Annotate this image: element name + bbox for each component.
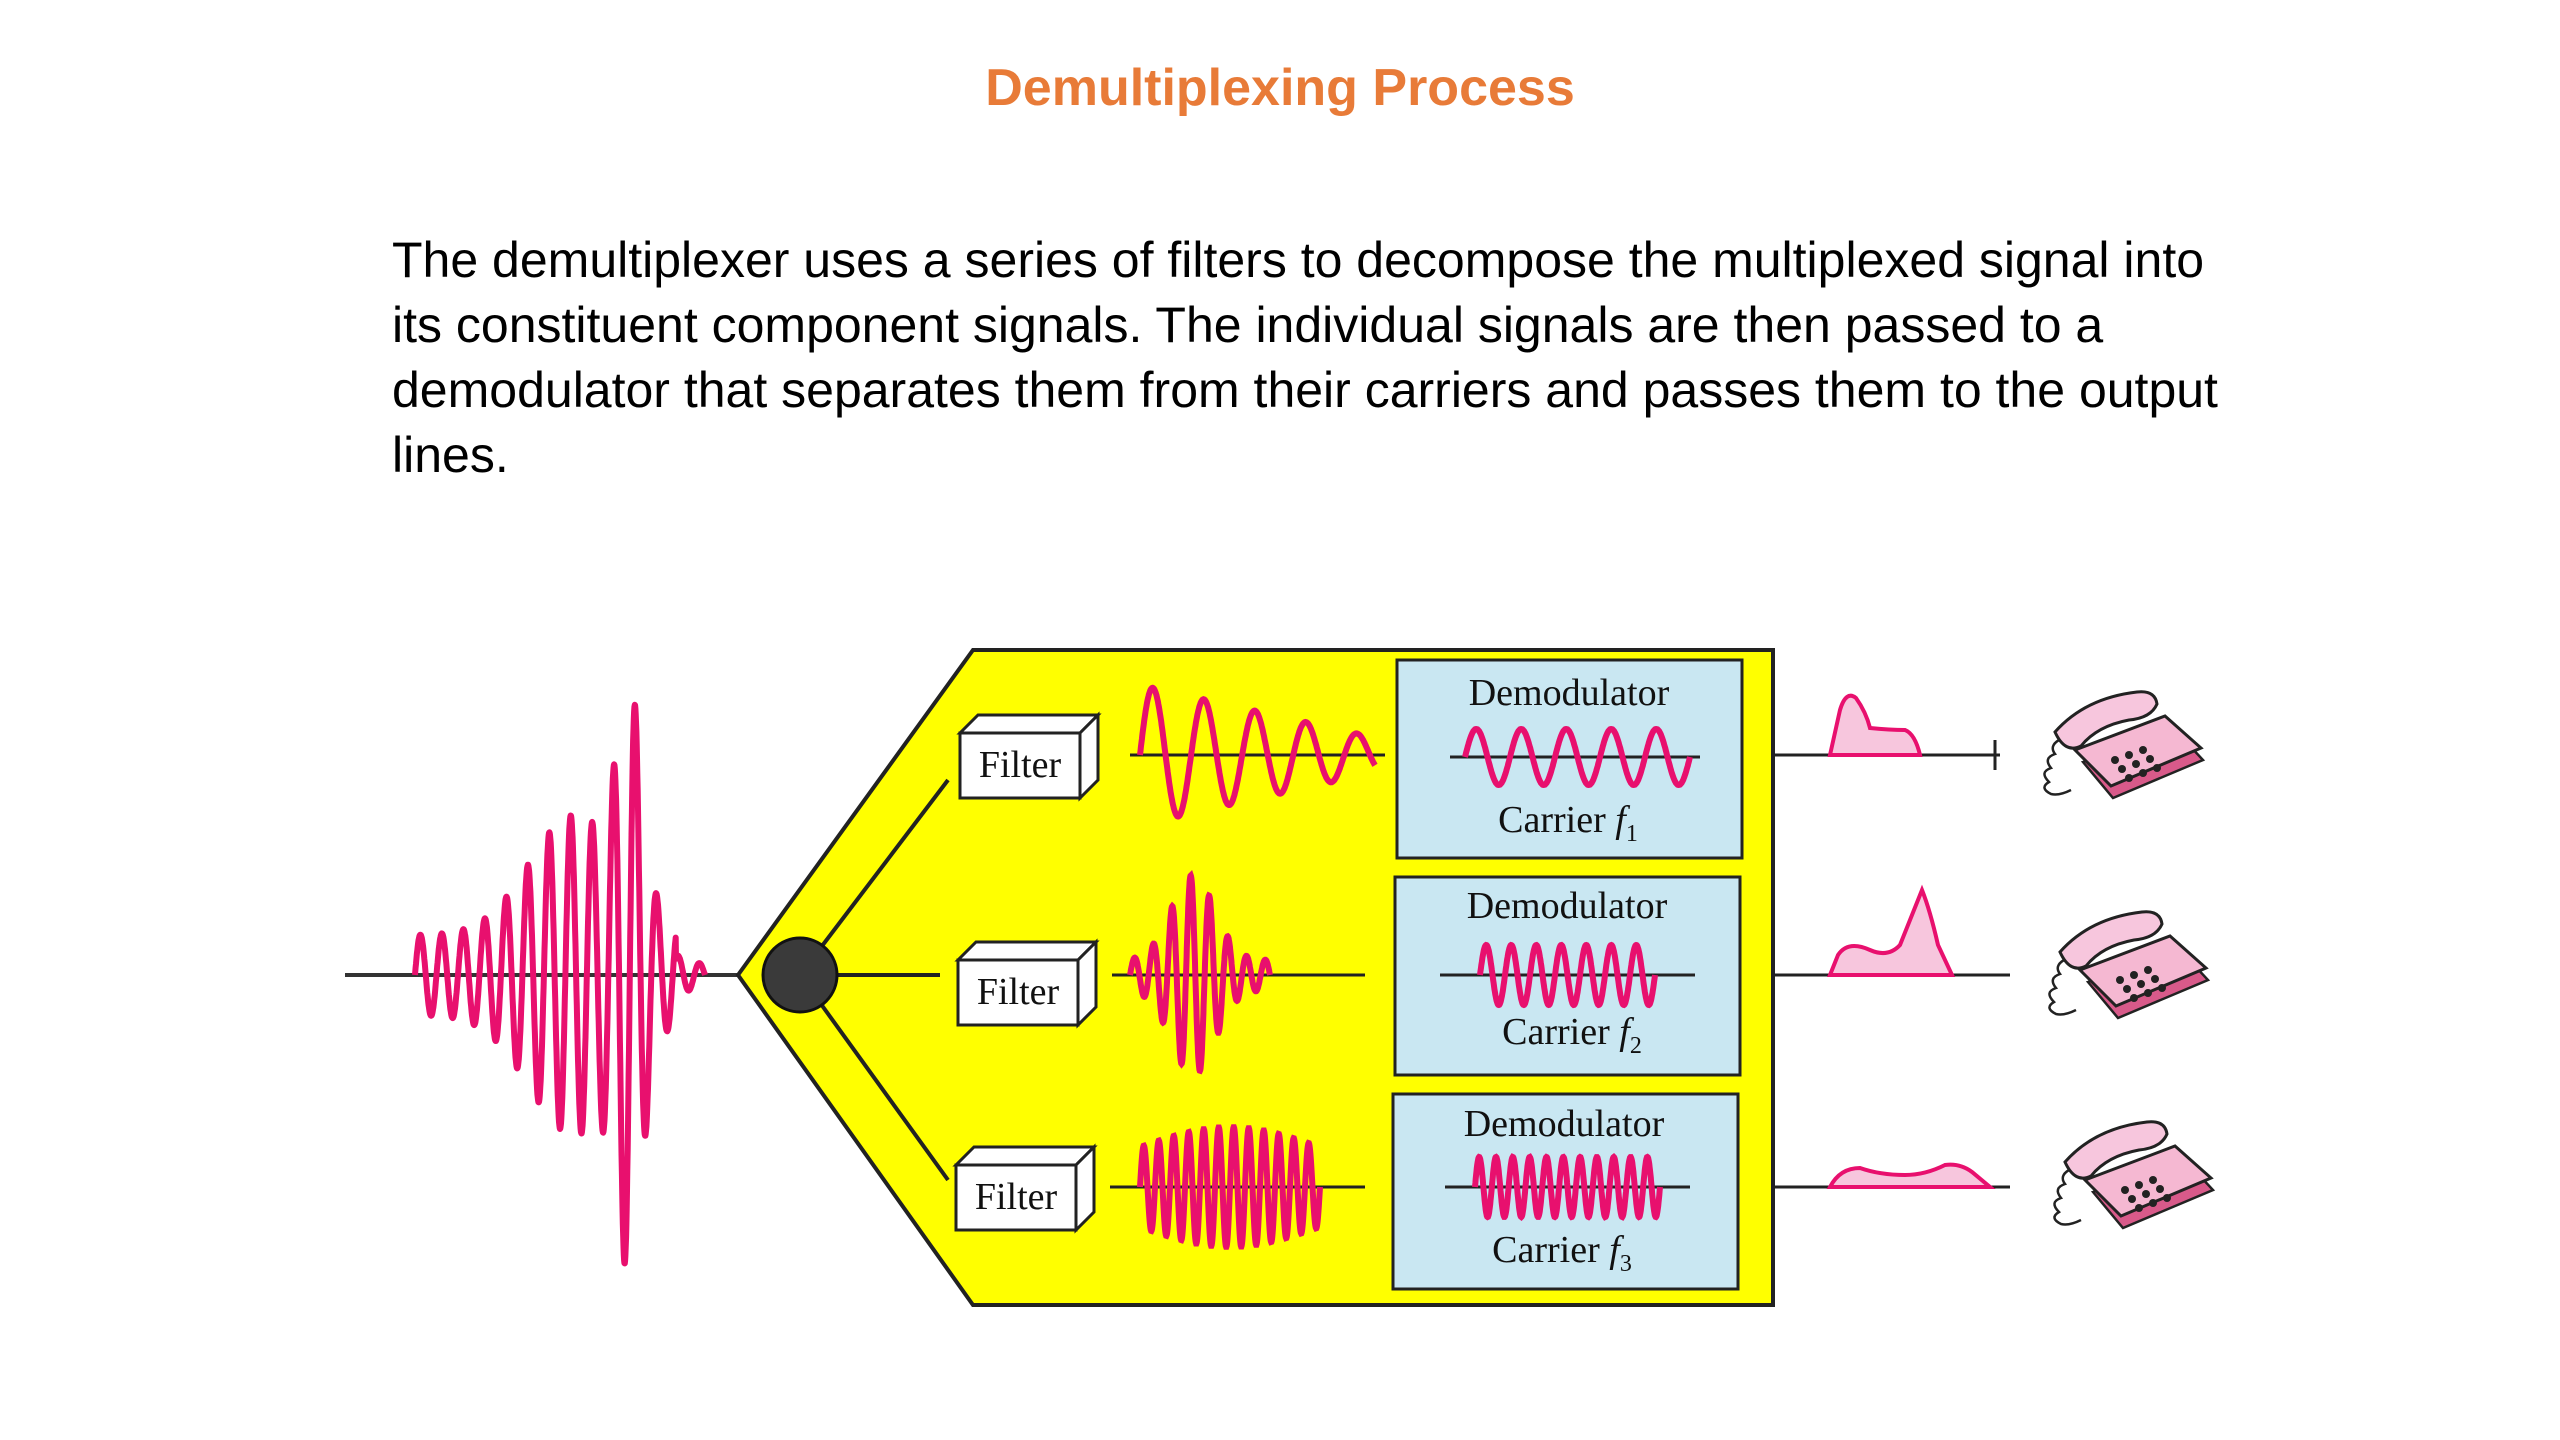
filtered-signal-2-wave [1127,869,1273,1075]
filter-1-label: Filter [979,744,1062,786]
demodulator-2-label: Demodulator [1467,885,1668,927]
filter-3: Filter [952,1143,1098,1234]
demodulator-1: Demodulator Carrier f1 [1395,658,1744,860]
demodulator-1-label: Demodulator [1469,672,1670,714]
filter-1: Filter [956,711,1102,802]
carrier-3-label: Carrier f3 [1492,1229,1632,1277]
filter-2-label: Filter [977,971,1060,1013]
description-text: The demultiplexer uses a series of filte… [392,232,2218,483]
carrier-2-wave [1477,941,1658,1009]
splitter-node [761,936,839,1014]
slide-title: Demultiplexing Process [985,59,1575,117]
output-signal-3 [1826,1162,1996,1189]
demodulator-3-label: Demodulator [1464,1103,1665,1145]
multiplexed-signal-wave [412,701,708,1267]
filter-2: Filter [954,938,1100,1029]
carrier-1-label: Carrier f1 [1498,799,1638,847]
telephone-icon [2052,1120,2215,1230]
demodulator-2: Demodulator Carrier f2 [1393,875,1742,1077]
filtered-signal-1-wave [1137,684,1378,820]
telephone-icon [2042,690,2205,800]
output-signal-2 [1827,884,1956,977]
output-signal-1 [1827,693,1923,757]
carrier-3-wave [1472,1153,1663,1221]
carrier-2-label: Carrier f2 [1502,1011,1642,1059]
telephone-icon [2047,910,2210,1020]
carrier-1-wave [1462,725,1693,789]
demodulator-3: Demodulator Carrier f3 [1391,1092,1740,1291]
filter-3-label: Filter [975,1176,1058,1218]
filtered-signal-3-wave [1137,1124,1323,1250]
